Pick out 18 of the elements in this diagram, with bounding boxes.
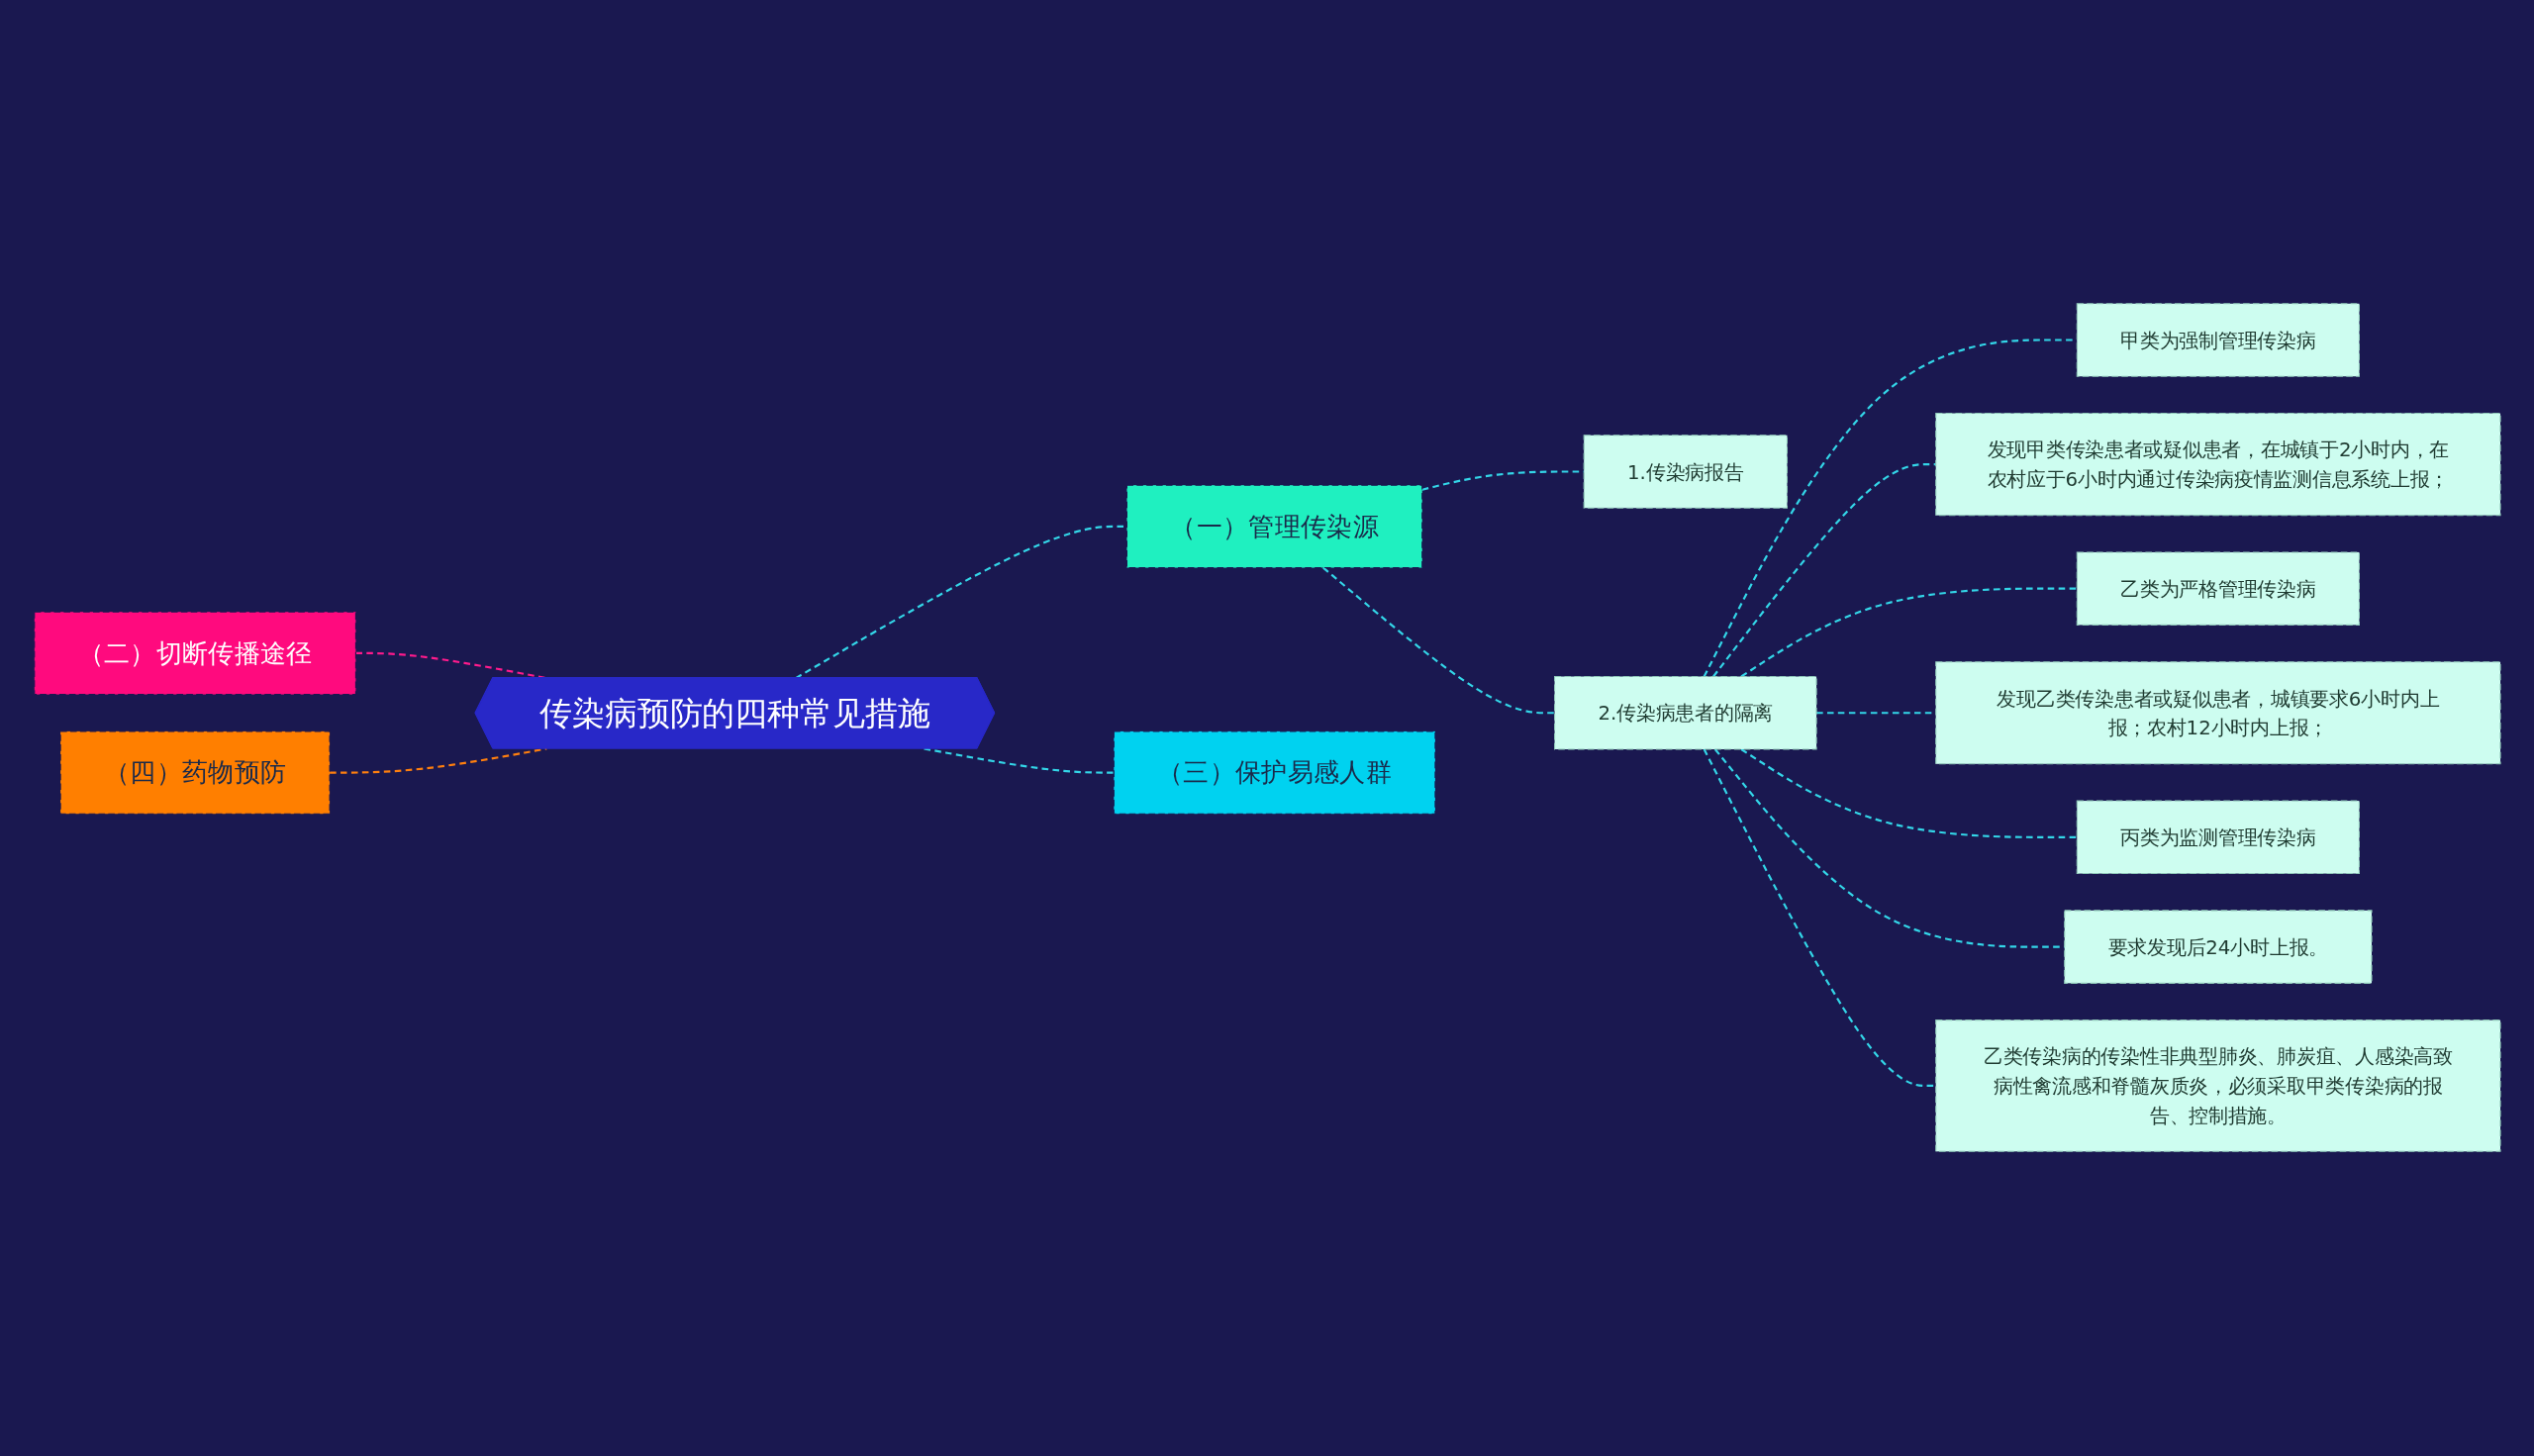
topic-box: （四）药物预防: [59, 730, 331, 816]
connector-line: [1321, 567, 1555, 715]
topic-box: （三）保护易感人群: [1113, 730, 1436, 816]
connector-line: [1703, 748, 1936, 1088]
topic-box: 丙类为监测管理传染病: [2076, 801, 2360, 875]
topic-box: 2.传染病患者的隔离: [1553, 676, 1817, 750]
topic-box: 1.传染病报告: [1583, 435, 1788, 510]
topic-box: （一）管理传染源: [1125, 485, 1422, 569]
topic-box: 乙类为严格管理传染病: [2076, 551, 2360, 627]
topic-box: （二）切断传播途径: [33, 612, 356, 696]
connector-line: [1740, 588, 2077, 678]
topic-hexagon: 传染病预防的四种常见措施: [474, 677, 995, 749]
connector-line: [1740, 748, 2077, 839]
topic-box: 发现乙类传染患者或疑似患者，城镇要求6小时内上报；农村12小时内上报；: [1934, 661, 2501, 765]
topic-box: 要求发现后24小时上报。: [2063, 910, 2373, 985]
topic-box: 发现甲类传染患者或疑似患者，在城镇于2小时内，在农村应于6小时内通过传染病疫情监测信息系统上报；: [1934, 413, 2501, 517]
topic-box: 甲类为强制管理传染病: [2076, 303, 2360, 378]
topic-box: 乙类传染病的传染性非典型肺炎、肺炭疽、人感染高致病性禽流感和脊髓灰质炎，必须采取甲类传染病的报告、控制措施。: [1934, 1019, 2501, 1153]
